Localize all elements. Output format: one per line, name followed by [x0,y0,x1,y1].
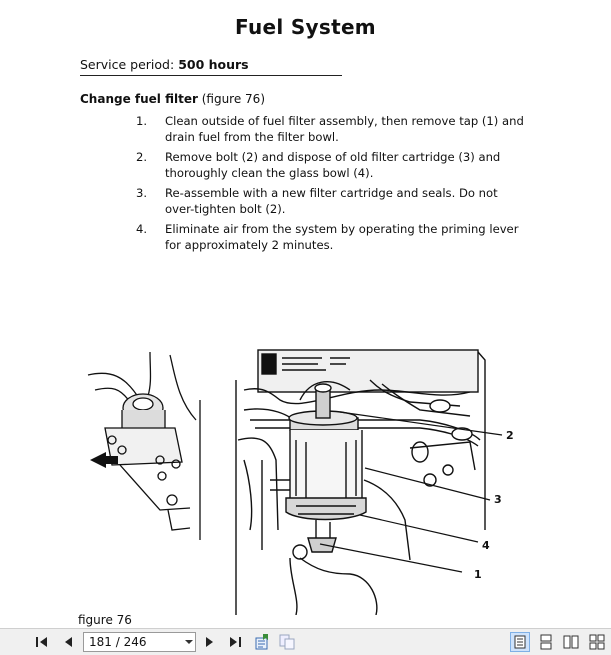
inset-priming-pump [87,351,201,540]
continuous-view-icon [540,634,552,650]
copy-button[interactable] [278,633,296,651]
list-item: 2. Remove bolt (2) and dispose of old fi… [136,149,526,181]
facing-continuous-view-icon [589,634,605,650]
section-title: Change fuel filter [80,92,198,106]
arrow-icon [90,452,118,468]
step-text: Eliminate air from the system by operati… [165,222,519,252]
step-text: Re-assemble with a new filter cartridge … [165,186,498,216]
first-page-button[interactable] [34,633,50,651]
main-engine-drawing [235,349,486,615]
bookmark-icon [255,634,268,650]
service-period: Service period: 500 hours [80,57,249,72]
callout-label: 1 [474,568,482,581]
service-label: Service period: [80,57,175,72]
list-item: 1. Clean outside of fuel filter assembly… [136,113,526,145]
callout-label: 3 [494,493,502,506]
first-page-icon [36,637,47,647]
chevron-down-icon[interactable] [183,633,195,651]
divider [80,75,342,76]
step-number: 4. [136,222,148,236]
list-item: 3. Re-assemble with a new filter cartrid… [136,185,526,217]
step-number: 2. [136,150,148,164]
step-text: Remove bolt (2) and dispose of old filte… [165,150,501,180]
pdf-toolbar: 181 / 246 [0,628,611,655]
fuel-filter-illustration: 2 3 4 1 [87,349,514,615]
page-indicator: 181 / 246 [89,635,147,649]
single-page-view-icon [514,635,526,649]
callout-label: 4 [482,539,490,552]
single-page-view-button[interactable] [510,632,530,652]
step-number: 1. [136,114,148,128]
facing-continuous-view-button[interactable] [588,633,606,651]
next-page-icon [206,637,213,647]
page-title: Fuel System [235,15,376,39]
list-item: 4. Eliminate air from the system by oper… [136,221,526,253]
bookmark-button[interactable] [253,633,271,651]
step-text: Clean outside of fuel filter assembly, t… [165,114,524,144]
continuous-view-button[interactable] [537,633,555,651]
prev-page-icon [65,637,72,647]
section-heading: Change fuel filter (figure 76) [80,92,265,106]
document-page: Fuel System Service period: 500 hours Ch… [78,15,526,627]
last-page-icon [230,637,241,647]
step-number: 3. [136,186,148,200]
last-page-button[interactable] [227,633,243,651]
page-number-field[interactable]: 181 / 246 [83,632,196,652]
prev-page-button[interactable] [60,633,76,651]
section-ref: (figure 76) [201,92,265,106]
step-list: 1. Clean outside of fuel filter assembly… [136,113,526,257]
callout-label: 2 [506,429,514,442]
figure-caption: figure 76 [78,613,132,627]
copy-icon [279,634,295,650]
leader-lines [319,411,503,573]
next-page-button[interactable] [203,633,217,651]
facing-view-icon [563,635,579,649]
facing-view-button[interactable] [562,633,580,651]
service-value: 500 hours [178,57,249,72]
